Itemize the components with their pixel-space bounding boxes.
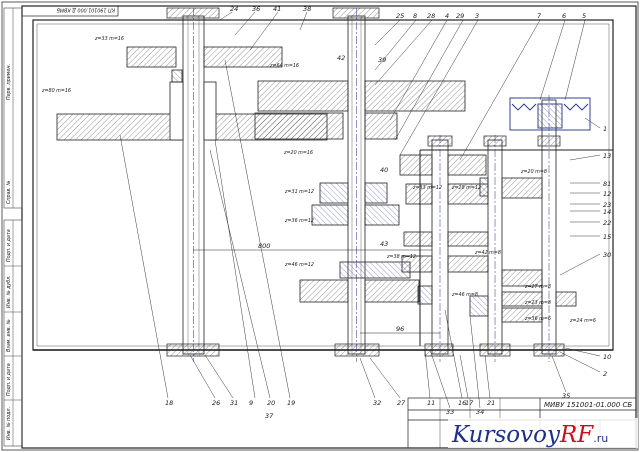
part-number-32: 32 <box>373 399 381 407</box>
watermark-logo: KursovoyRF.ru <box>451 422 608 448</box>
part-number-26: 26 <box>212 399 220 407</box>
part-number-5: 5 <box>582 12 586 20</box>
part-number-29: 29 <box>456 12 464 20</box>
gear-label: z=27 m=8 <box>524 284 551 290</box>
title-block-code: МИВУ 151001-01.000 СБ <box>544 401 632 409</box>
gear-label: z=46 m=12 <box>284 262 314 268</box>
part-number-8: 8 <box>413 12 417 20</box>
gear-label: z=28 m=12 <box>451 185 481 191</box>
part-number-28: 28 <box>427 12 435 20</box>
part-number-43: 43 <box>380 240 388 248</box>
part-number-35: 35 <box>562 392 570 400</box>
part-number-17: 17 <box>465 399 474 407</box>
part-number-81: 81 <box>603 180 611 188</box>
part-number-25: 25 <box>396 12 404 20</box>
side-note-5: Подп. и дата <box>6 229 12 262</box>
part-number-36: 36 <box>252 5 260 13</box>
part-number-20: 20 <box>267 399 275 407</box>
part-number-38: 38 <box>303 5 311 13</box>
part-number-23: 23 <box>603 201 611 209</box>
part-number-11: 11 <box>427 399 435 407</box>
dimension-800-label: 800 <box>258 242 270 250</box>
gear-label: z=36 m=12 <box>284 218 314 224</box>
gear-label: z=80 m=16 <box>41 88 71 94</box>
part-number-12: 12 <box>603 190 611 198</box>
part-number-4: 4 <box>445 12 449 20</box>
part-number-41: 41 <box>273 5 281 13</box>
gear-label: z=36 m=6 <box>524 316 551 322</box>
side-strip: Инв. № подл. Подп. и дата Взам. инв. № И… <box>3 7 23 447</box>
part-number-39: 39 <box>378 56 386 64</box>
leader-numbers: 24 36 41 38 25 8 28 4 29 3 7 6 5 1 13 81… <box>165 5 611 420</box>
part-number-14: 14 <box>603 208 611 216</box>
part-number-13: 13 <box>603 152 611 160</box>
part-number-1: 1 <box>603 125 607 133</box>
side-note-6: Справ. № <box>6 181 12 204</box>
watermark-part-1: Kursovoy <box>451 422 561 448</box>
gear-labels: z=33 m=16 z=80 m=16 z=64 m=16 z=20 m=16 … <box>41 36 596 324</box>
gear-label: z=38 m=12 <box>386 254 416 260</box>
gear-label: z=46 m=8 <box>451 292 478 298</box>
watermark-part-3: .ru <box>593 432 608 445</box>
part-number-34: 34 <box>476 408 484 416</box>
part-number-9: 9 <box>249 399 253 407</box>
part-number-19: 19 <box>287 399 295 407</box>
gear-label: z=33 m=12 <box>412 185 442 191</box>
inner-frame <box>21 5 637 449</box>
part-number-3: 3 <box>475 12 479 20</box>
part-number-2: 2 <box>603 370 607 378</box>
part-number-27: 27 <box>397 399 406 407</box>
gears-shaft-3-5 <box>399 154 577 323</box>
watermark: KursovoyRF.ru <box>448 418 638 448</box>
part-number-42: 42 <box>337 54 345 62</box>
gear-label: z=24 m=6 <box>569 318 596 324</box>
part-number-33: 33 <box>446 408 454 416</box>
part-number-21: 21 <box>487 399 495 407</box>
dimension-96-label: 96 <box>396 325 404 333</box>
part-number-24: 24 <box>230 5 238 13</box>
part-number-6: 6 <box>562 12 566 20</box>
leader-lines <box>119 11 601 409</box>
corner-stamp-box <box>21 5 119 17</box>
part-number-22: 22 <box>603 219 611 227</box>
center-lines <box>193 8 550 362</box>
part-number-37: 37 <box>265 412 274 420</box>
side-note-1: Инв. № подл. <box>6 407 12 440</box>
side-note-4: Инв. № дубл. <box>6 275 12 308</box>
part-number-18: 18 <box>165 399 173 407</box>
gear-label: z=31 m=12 <box>284 189 314 195</box>
coupling <box>509 97 591 131</box>
gears-shaft-2 <box>254 80 466 303</box>
corner-stamp: КП 190101.000 Д КВМБ <box>56 7 115 13</box>
dimension-800: 800 96 <box>193 242 440 334</box>
part-number-16: 16 <box>458 399 466 407</box>
side-note-3: Взам. инв. № <box>6 319 12 352</box>
side-note-7: Перв. примен. <box>6 64 12 100</box>
bearings <box>166 7 565 357</box>
gear-label: z=23 m=8 <box>524 300 551 306</box>
part-number-40: 40 <box>380 166 388 174</box>
part-number-15: 15 <box>603 233 611 241</box>
part-number-30: 30 <box>603 251 611 259</box>
part-number-7: 7 <box>537 12 542 20</box>
gear-label: z=20 m=16 <box>283 150 313 156</box>
gear-label: z=33 m=16 <box>94 36 124 42</box>
housing <box>32 19 614 351</box>
part-number-31: 31 <box>230 399 238 407</box>
gear-label: z=64 m=16 <box>269 63 299 69</box>
part-number-10: 10 <box>603 353 611 361</box>
gear-label: z=20 m=8 <box>520 169 547 175</box>
side-note-2: Подп. и дата <box>6 363 12 396</box>
gear-label: z=42 m=8 <box>474 250 501 256</box>
watermark-part-2: RF <box>559 422 594 448</box>
